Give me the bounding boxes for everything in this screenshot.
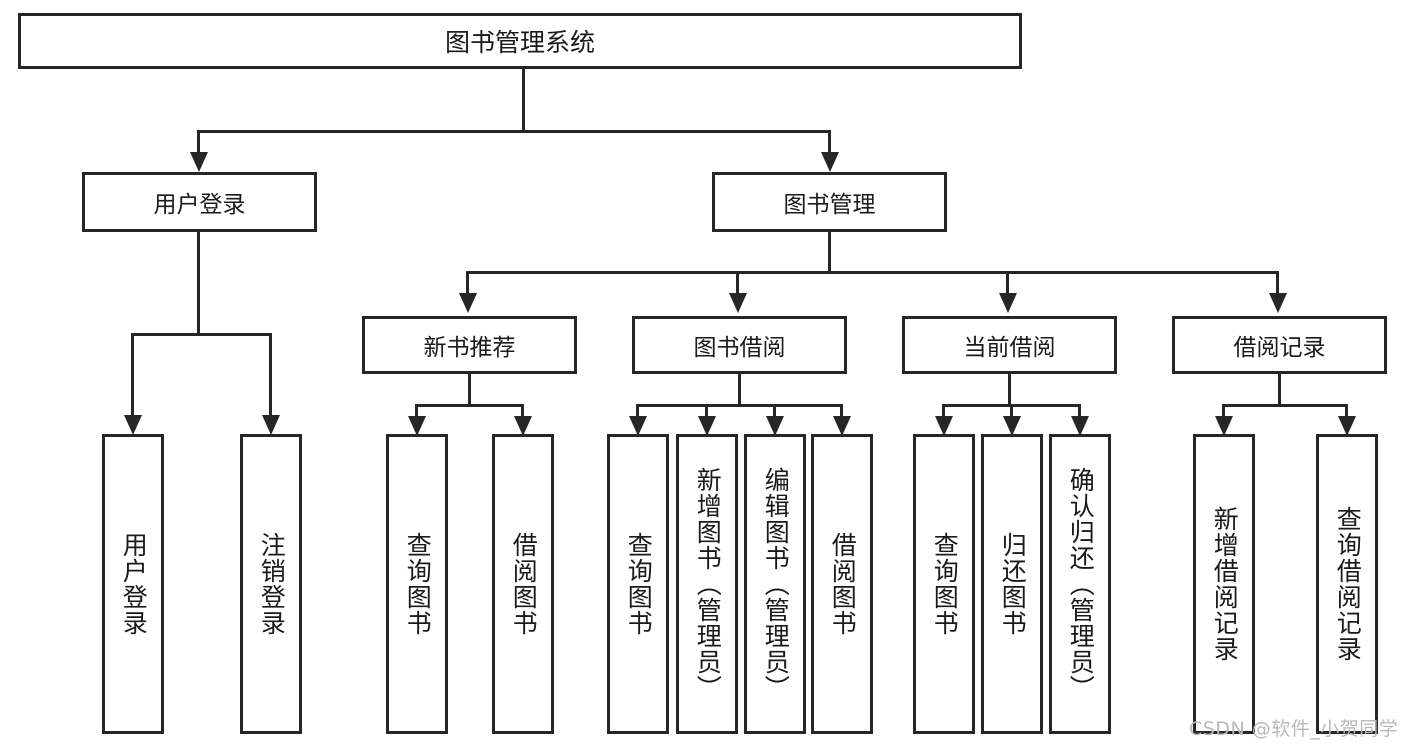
connector-user-login-bus [131, 333, 269, 336]
leaf-user-login[interactable]: 用户登录 [102, 434, 164, 734]
connector-bm-drop-3 [1006, 271, 1009, 295]
connector-book-management-bus [466, 271, 1276, 274]
leaf-cb-query-book[interactable]: 查询图书 [913, 434, 975, 734]
connector-cb-drop-3 [1078, 404, 1081, 418]
leaf-label: 查询图书 [403, 532, 433, 636]
node-label: 图书借阅 [693, 335, 786, 361]
arrowhead-new-book-recommend [459, 293, 477, 313]
arrowhead-cb-leaf-2 [1003, 416, 1021, 436]
connector-br-bus [1222, 404, 1345, 407]
connector-bm-drop-1 [466, 271, 469, 295]
arrowhead-bb-leaf-4 [833, 416, 851, 436]
connector-bb-drop-3 [773, 404, 776, 418]
node-borrow-records[interactable]: 借阅记录 [1172, 316, 1387, 374]
leaf-nbr-query-book[interactable]: 查询图书 [386, 434, 448, 734]
leaf-br-add-record[interactable]: 新增借阅记录 [1193, 434, 1255, 734]
arrowhead-current-borrow [999, 293, 1017, 313]
leaf-label: 归还图书 [998, 532, 1028, 636]
arrowhead-nbr-leaf-2 [514, 416, 532, 436]
arrowhead-book-borrow [729, 293, 747, 313]
leaf-bb-query-book[interactable]: 查询图书 [607, 434, 669, 734]
connector-root-to-user-login [197, 130, 200, 154]
connector-nbr-bus [415, 404, 521, 407]
connector-root-bus [197, 130, 831, 133]
leaf-bb-add-book-admin[interactable]: 新增图书（管理员） [676, 434, 738, 734]
node-label: 新书推荐 [423, 335, 516, 361]
connector-root-to-book-management [828, 130, 831, 154]
arrowhead-bb-leaf-2 [698, 416, 716, 436]
leaf-label: 新增图书（管理员） [693, 467, 723, 701]
connector-bb-bus [636, 404, 843, 407]
node-label: 借阅记录 [1233, 335, 1326, 361]
arrowhead-leaf-logout [262, 415, 280, 435]
leaf-label: 编辑图书（管理员） [761, 467, 791, 701]
leaf-label: 注销登录 [257, 532, 287, 636]
leaf-bb-edit-book-admin[interactable]: 编辑图书（管理员） [744, 434, 806, 734]
node-label: 当前借阅 [963, 335, 1056, 361]
connector-book-management-stem [828, 232, 831, 274]
leaf-bb-borrow-book[interactable]: 借阅图书 [811, 434, 873, 734]
connector-cb-stem [1008, 374, 1011, 407]
leaf-label: 借阅图书 [828, 532, 858, 636]
node-book-management[interactable]: 图书管理 [712, 172, 947, 232]
connector-user-login-drop-1 [131, 333, 134, 417]
node-label: 图书管理系统 [444, 28, 595, 57]
connector-br-drop-1 [1222, 404, 1225, 418]
arrowhead-borrow-records [1269, 293, 1287, 313]
connector-bb-drop-1 [636, 404, 639, 418]
node-user-login[interactable]: 用户登录 [82, 172, 317, 232]
connector-cb-drop-2 [1010, 404, 1013, 418]
arrowhead-bb-leaf-3 [766, 416, 784, 436]
leaf-label: 新增借阅记录 [1210, 506, 1240, 662]
connector-root-stem [522, 69, 525, 132]
leaf-label: 查询借阅记录 [1333, 506, 1363, 662]
leaf-br-query-record[interactable]: 查询借阅记录 [1316, 434, 1378, 734]
connector-user-login-stem [197, 232, 200, 336]
connector-user-login-drop-2 [269, 333, 272, 417]
leaf-logout[interactable]: 注销登录 [240, 434, 302, 734]
leaf-label: 借阅图书 [509, 532, 539, 636]
arrowhead-nbr-leaf-1 [408, 416, 426, 436]
arrowhead-cb-leaf-3 [1071, 416, 1089, 436]
connector-nbr-drop-2 [521, 404, 524, 418]
leaf-label: 用户登录 [119, 532, 149, 636]
node-current-borrow[interactable]: 当前借阅 [902, 316, 1117, 374]
csdn-watermark: CSDN @软件_小贺同学 [1189, 718, 1399, 740]
arrowhead-bb-leaf-1 [629, 416, 647, 436]
connector-bm-drop-4 [1276, 271, 1279, 295]
leaf-nbr-borrow-book[interactable]: 借阅图书 [492, 434, 554, 734]
leaf-label: 查询图书 [930, 532, 960, 636]
arrowhead-user-login [190, 152, 208, 172]
arrowhead-br-leaf-1 [1215, 416, 1233, 436]
connector-br-drop-2 [1345, 404, 1348, 418]
arrowhead-br-leaf-2 [1338, 416, 1356, 436]
connector-br-stem [1278, 374, 1281, 407]
connector-nbr-drop-1 [415, 404, 418, 418]
arrowhead-book-management [821, 152, 839, 172]
node-label: 图书管理 [783, 192, 876, 218]
connector-bm-drop-2 [736, 271, 739, 295]
leaf-label: 查询图书 [624, 532, 654, 636]
connector-bb-drop-4 [840, 404, 843, 418]
leaf-label: 确认归还（管理员） [1066, 467, 1096, 701]
node-label: 用户登录 [153, 192, 246, 218]
connector-cb-drop-1 [942, 404, 945, 418]
arrowhead-leaf-user-login [124, 415, 142, 435]
connector-nbr-stem [468, 374, 471, 407]
node-root-book-management-system[interactable]: 图书管理系统 [18, 13, 1022, 69]
arrowhead-cb-leaf-1 [935, 416, 953, 436]
connector-bb-drop-2 [705, 404, 708, 418]
node-book-borrow[interactable]: 图书借阅 [632, 316, 847, 374]
node-new-book-recommend[interactable]: 新书推荐 [362, 316, 577, 374]
leaf-cb-return-book[interactable]: 归还图书 [981, 434, 1043, 734]
connector-bb-stem [738, 374, 741, 407]
leaf-cb-confirm-return-admin[interactable]: 确认归还（管理员） [1049, 434, 1111, 734]
